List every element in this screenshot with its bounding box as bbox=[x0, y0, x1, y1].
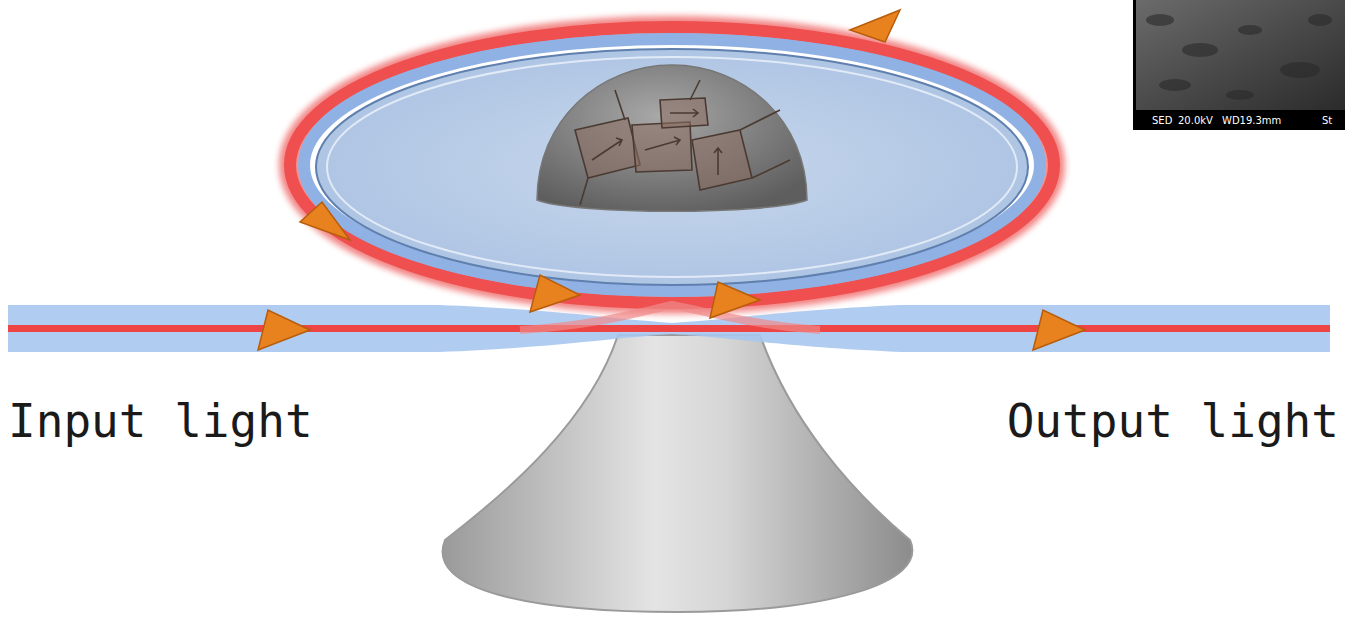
sem-info: WD19.3mm bbox=[1222, 115, 1281, 126]
sem-inset bbox=[1133, 0, 1345, 130]
sem-info: 20.0kV bbox=[1178, 115, 1213, 126]
pedestal-cone bbox=[443, 335, 913, 612]
caption-label: Output light bbox=[1007, 396, 1339, 447]
microtoroid-disk bbox=[290, 27, 1054, 303]
sem-info: St bbox=[1322, 115, 1332, 126]
tapered-fiber bbox=[8, 305, 1330, 352]
crystal-dome bbox=[537, 65, 807, 211]
direction-arrow bbox=[258, 10, 1085, 350]
sem-info: SED bbox=[1152, 115, 1172, 126]
caption-label: Input light bbox=[8, 396, 313, 447]
